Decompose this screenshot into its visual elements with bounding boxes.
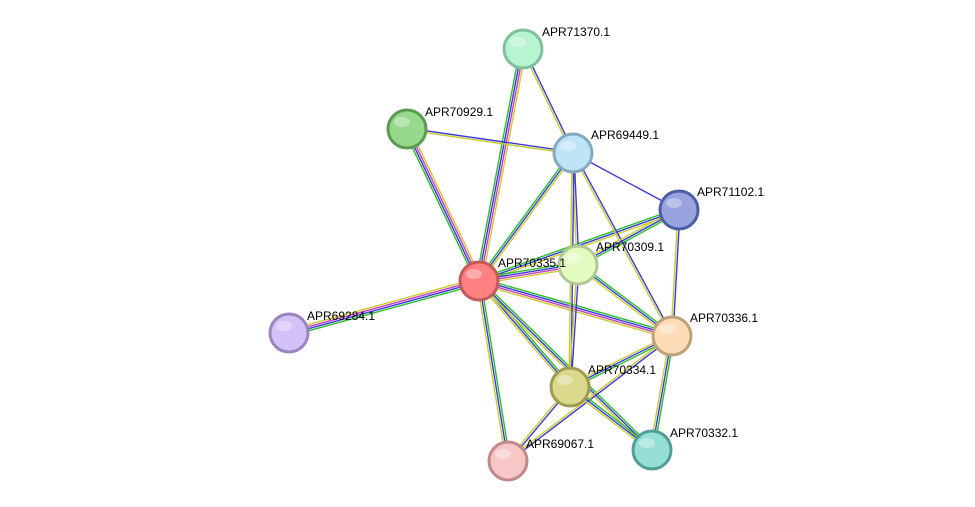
edge-evidence-line — [508, 336, 674, 463]
node-highlight — [510, 37, 526, 47]
edge-APR70335-APR70332 — [477, 279, 654, 452]
node-label: APR70929.1 — [425, 105, 493, 119]
edge-evidence-line — [476, 281, 570, 389]
node-label: APR71370.1 — [542, 25, 610, 39]
edge-evidence-line — [571, 153, 672, 337]
node-circle[interactable] — [549, 366, 591, 408]
node-label: APR70334.1 — [588, 363, 656, 377]
edge-evidence-line — [405, 129, 479, 282]
node-circle[interactable] — [552, 132, 594, 174]
edge-evidence-line — [288, 277, 479, 331]
edge-evidence-line — [477, 281, 652, 452]
edge-evidence-line — [670, 209, 679, 336]
node-circle[interactable] — [658, 189, 700, 231]
node-circle[interactable] — [386, 108, 428, 150]
node-highlight — [560, 141, 576, 151]
edge-evidence-line — [406, 129, 573, 155]
edge-APR70335-APR69067 — [476, 280, 511, 462]
node-highlight — [394, 117, 410, 127]
node-highlight — [466, 269, 482, 279]
node-APR70332[interactable] — [631, 429, 673, 471]
edge-evidence-line — [480, 280, 511, 461]
node-label: APR69449.1 — [591, 128, 659, 142]
node-highlight — [666, 198, 682, 208]
edge-evidence-line — [288, 279, 479, 333]
node-APR71370[interactable] — [502, 28, 544, 70]
node-circle[interactable] — [651, 315, 693, 357]
node-label: APR70335.1 — [498, 256, 566, 270]
edge-evidence-line — [478, 280, 509, 462]
node-label: APR69284.1 — [307, 309, 375, 323]
node-layer — [268, 28, 700, 482]
edge-evidence-line — [475, 48, 521, 281]
edge-APR71102-APR70336 — [670, 209, 681, 337]
edge-evidence-line — [289, 281, 480, 335]
node-APR70309[interactable] — [557, 244, 599, 286]
node-circle[interactable] — [487, 440, 529, 482]
edge-evidence-line — [479, 49, 525, 282]
edge-evidence-line — [480, 153, 576, 283]
label-layer: APR70335.1 APR71370.1APR70929.1APR69449.1… — [307, 25, 764, 451]
edge-evidence-line — [477, 48, 523, 281]
node-label: APR71102.1 — [697, 185, 764, 199]
edge-evidence-line — [481, 49, 527, 282]
node-APR70334[interactable] — [549, 366, 591, 408]
node-label: APR70332.1 — [670, 426, 738, 440]
edge-evidence-line — [477, 283, 672, 340]
edge-APR70335-APR71370 — [475, 48, 527, 282]
node-APR69067[interactable] — [487, 440, 529, 482]
edge-evidence-line — [573, 152, 674, 336]
node-label: APR70309.1 — [596, 240, 664, 254]
edge-evidence-line — [407, 128, 481, 281]
node-circle[interactable] — [502, 28, 544, 70]
node-circle[interactable] — [557, 244, 599, 286]
edge-evidence-line — [672, 210, 681, 337]
edge-APR70335-APR69449 — [476, 151, 576, 283]
node-highlight — [557, 375, 573, 385]
node-APR70336[interactable] — [651, 315, 693, 357]
edge-evidence-line — [403, 129, 477, 283]
edge-evidence-line — [478, 152, 574, 282]
edge-evidence-line — [479, 279, 654, 450]
edge-evidence-line — [478, 280, 653, 451]
node-label: APR70336.1 — [690, 311, 758, 325]
edge-APR70336-APR69067 — [506, 334, 674, 463]
node-APR69449[interactable] — [552, 132, 594, 174]
node-highlight — [565, 253, 581, 263]
node-circle[interactable] — [458, 260, 500, 302]
node-highlight — [659, 324, 675, 334]
node-APR70335[interactable] — [458, 260, 500, 302]
node-label: APR69067.1 — [526, 437, 594, 451]
node-APR69284[interactable] — [268, 312, 310, 354]
node-APR70929[interactable] — [386, 108, 428, 150]
edge-APR70335-APR70929 — [403, 127, 483, 283]
node-circle[interactable] — [268, 312, 310, 354]
edge-evidence-line — [289, 283, 480, 337]
node-APR71102[interactable] — [658, 189, 700, 231]
edge-APR70335-APR69284 — [288, 277, 480, 337]
node-highlight — [276, 321, 292, 331]
edge-evidence-line — [407, 127, 574, 153]
edge-APR70929-APR69449 — [406, 127, 574, 155]
edge-evidence-line — [506, 334, 672, 461]
node-circle[interactable] — [631, 429, 673, 471]
edge-APR69449-APR70336 — [571, 152, 674, 337]
node-highlight — [639, 438, 655, 448]
edge-evidence-line — [409, 127, 483, 281]
node-highlight — [495, 449, 511, 459]
edge-evidence-line — [478, 281, 672, 338]
edge-evidence-line — [476, 281, 507, 462]
edge-evidence-line — [476, 151, 572, 281]
